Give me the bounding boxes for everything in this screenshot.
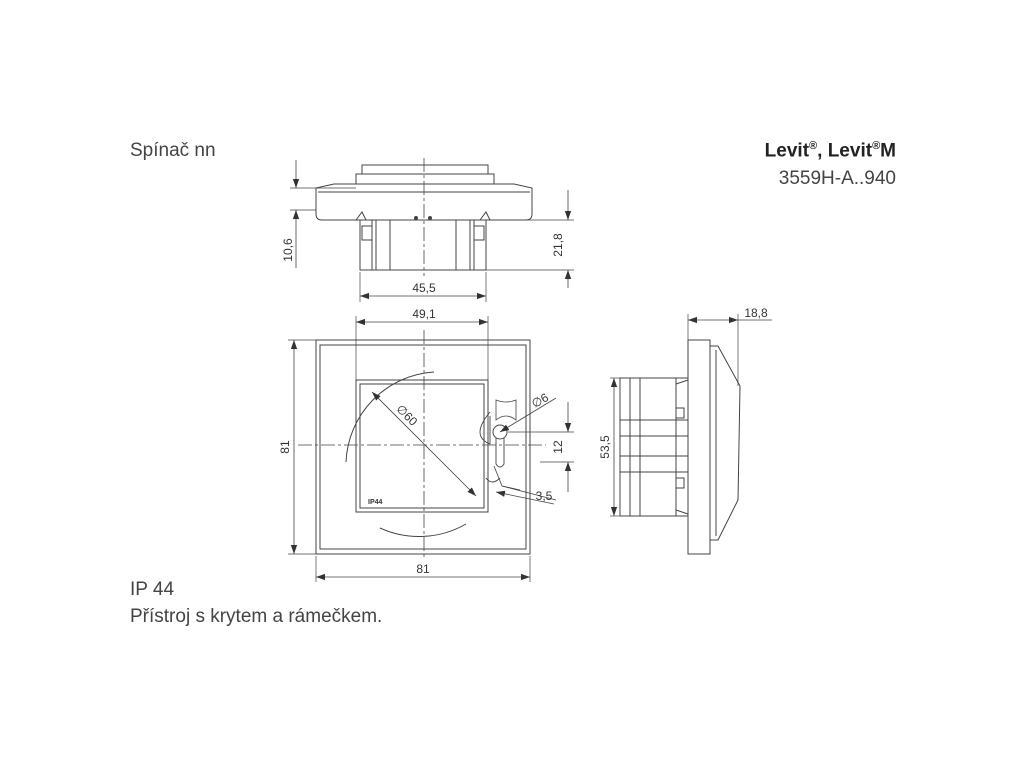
brand-name-1: Levit [764,140,810,162]
drawing-title: Spínač nn [130,140,216,161]
side-mechanism [619,377,689,517]
product-description: Přístroj s krytem a rámečkem. [130,606,383,627]
dim-front-offset: 12 [551,440,565,454]
dim-top-height: 10,6 [281,238,295,262]
dim-top-depth: 21,8 [551,233,565,257]
brand-name: Levit®, Levit®M [765,140,896,162]
protection-rating: IP 44 [130,579,175,600]
brand-separator: , [817,140,828,162]
dim-top-width: 45,5 [412,281,436,295]
side-view [610,314,772,555]
side-rocker [710,345,741,541]
dim-front-hole: ∅6 [529,390,551,411]
dim-front-slot: 3,5 [536,489,553,503]
product-code: 3559H-A..940 [778,168,896,189]
dim-front-width: 81 [416,562,430,576]
dim-side-height: 53,5 [598,435,612,459]
brand-suffix: M [880,140,896,162]
front-frame-outer [315,339,531,555]
front-view [288,316,574,582]
label-ip44: IP44 [368,499,383,506]
registered-mark-1: ® [809,140,818,152]
brand-name-2: Levit [827,140,873,162]
top-view [290,158,574,302]
dim-front-height: 81 [278,440,292,454]
top-mechanism [359,219,487,271]
dim-side-depth: 18,8 [744,306,768,320]
registered-mark-2: ® [872,140,881,152]
dim-front-inner-width: 49,1 [412,307,436,321]
top-rocker-cap [361,164,489,175]
side-frame [687,339,711,555]
front-cover [355,379,489,513]
dim-front-circle: ∅60 [393,402,420,429]
